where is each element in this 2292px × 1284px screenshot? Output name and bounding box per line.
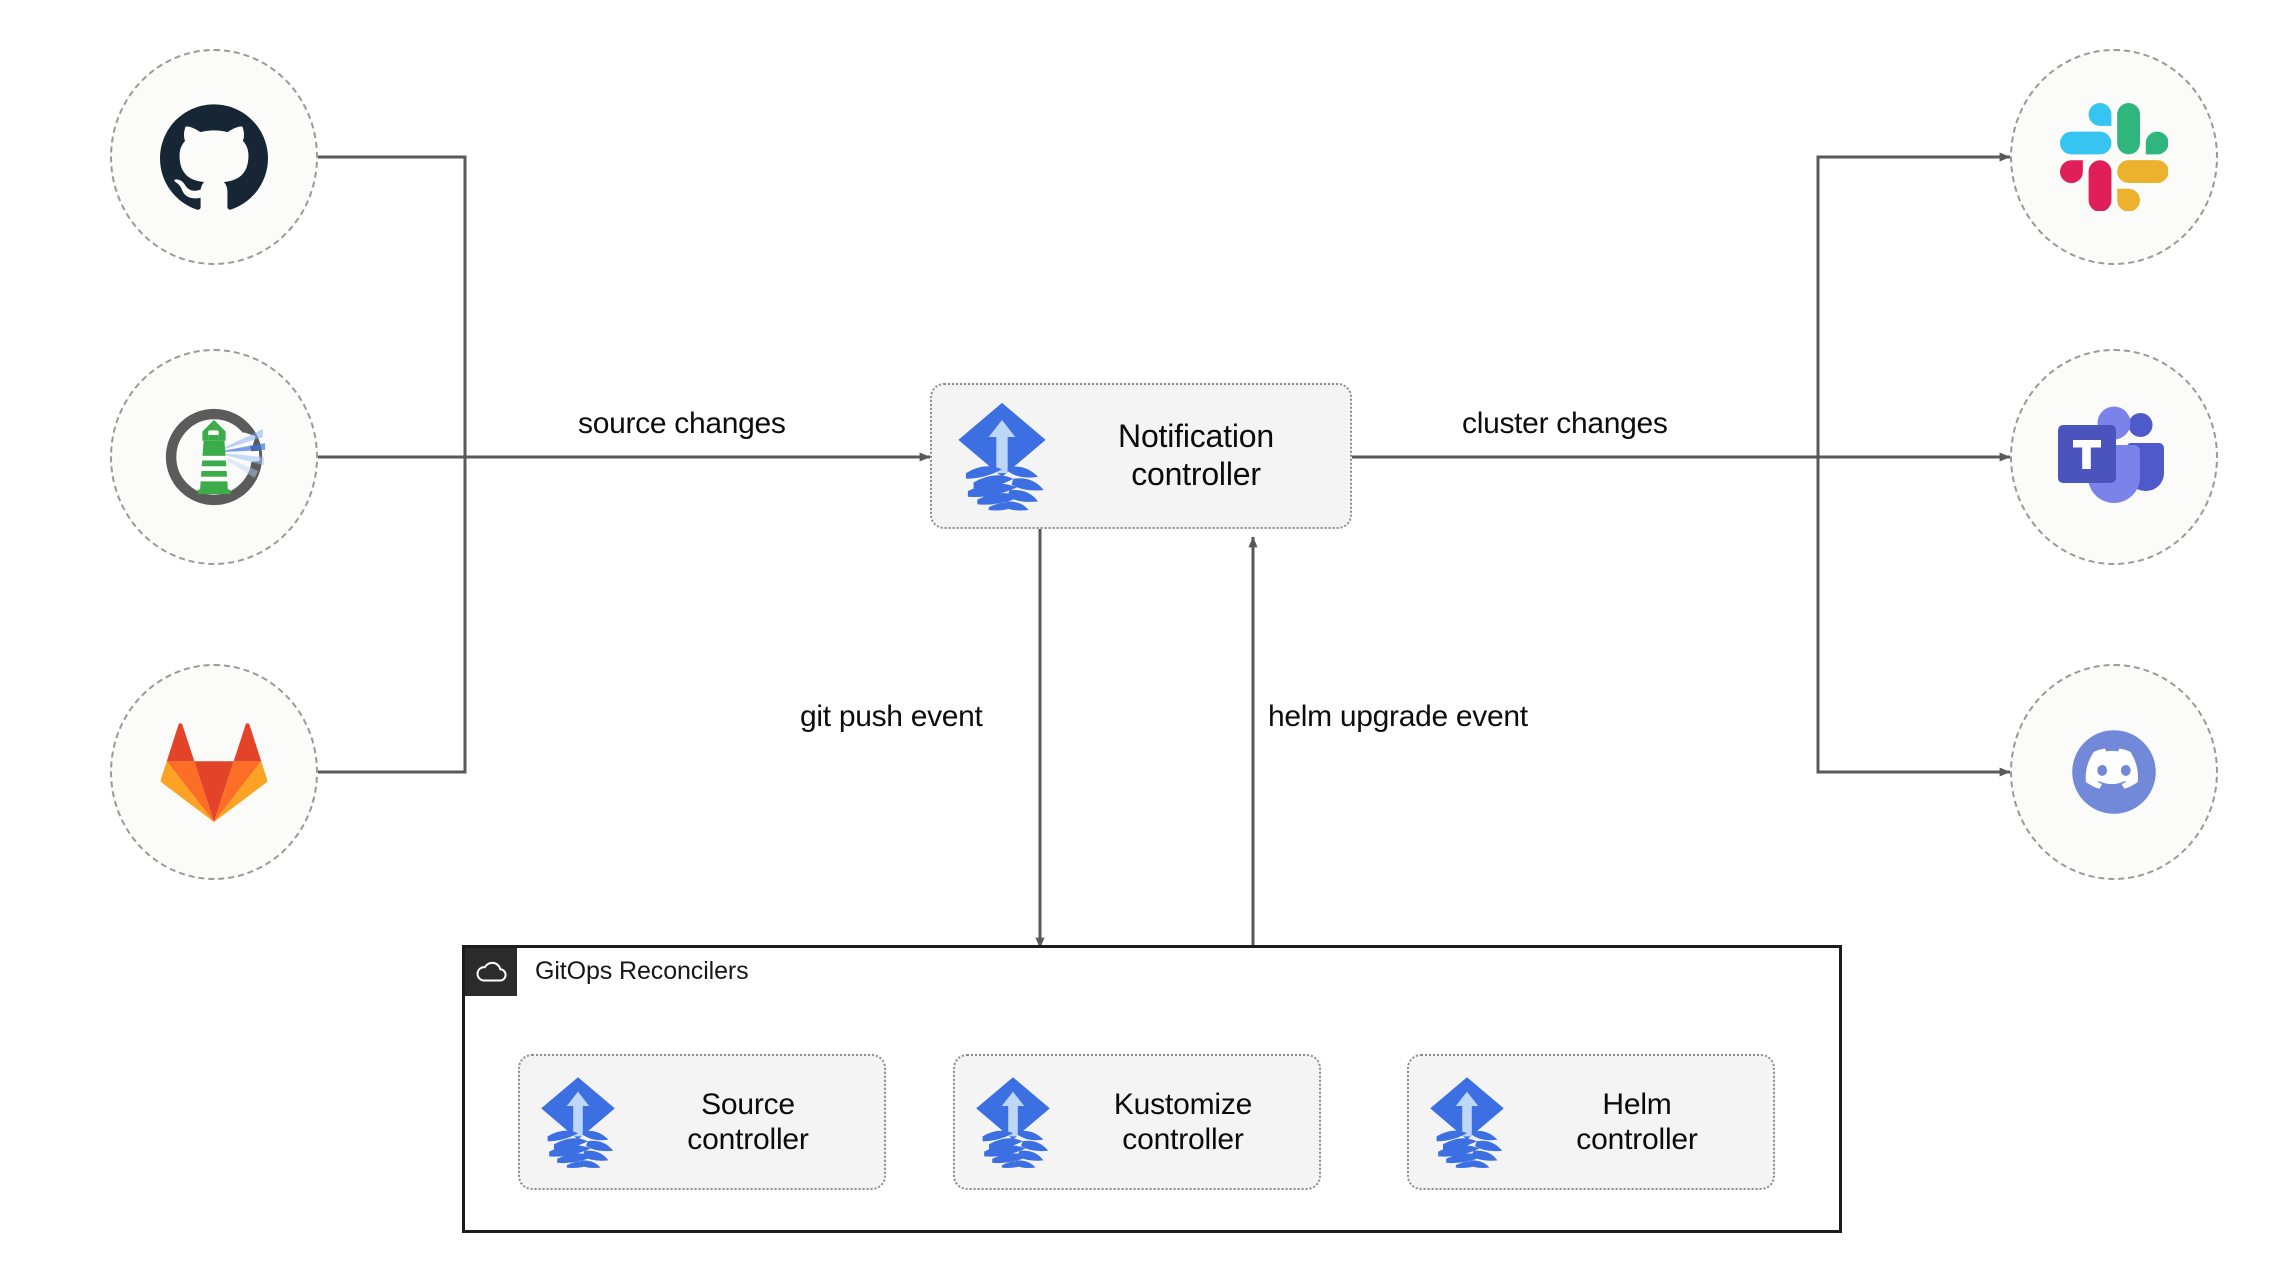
destination-node-discord[interactable] (2010, 664, 2218, 880)
harbor-icon (156, 399, 272, 515)
flux-icon (1427, 1075, 1507, 1169)
source-controller-label: Source controller (687, 1087, 809, 1156)
wire-github-to-trunk (318, 155, 467, 457)
gitops-panel-title: GitOps Reconcilers (535, 957, 749, 985)
helm-controller-box[interactable]: Helm controller (1407, 1054, 1775, 1190)
helm-controller-label: Helm controller (1576, 1087, 1698, 1156)
edge-label-helm-upgrade-event: helm upgrade event (1268, 700, 1528, 733)
kustomize-controller-box[interactable]: Kustomize controller (953, 1054, 1321, 1190)
flux-icon (954, 401, 1050, 511)
discord-icon (2056, 714, 2172, 830)
wire-trunk-to-slack (1816, 152, 2011, 457)
source-node-harbor[interactable] (110, 349, 318, 565)
source-node-gitlab[interactable] (110, 664, 318, 880)
gitops-panel-badge (465, 948, 517, 996)
source-node-github[interactable] (110, 49, 318, 265)
source-controller-box[interactable]: Source controller (518, 1054, 886, 1190)
destination-node-slack[interactable] (2010, 49, 2218, 265)
cloud-icon (475, 960, 507, 984)
edge-label-cluster-changes: cluster changes (1462, 407, 1668, 440)
github-icon (160, 103, 268, 211)
wire-gitlab-to-trunk (318, 457, 467, 774)
flux-icon (538, 1075, 618, 1169)
gitops-reconcilers-panel: GitOps Reconcilers (462, 945, 1842, 1233)
flux-icon (973, 1075, 1053, 1169)
wire-trunk-to-discord (1816, 457, 2011, 777)
notification-controller-label: Notification controller (1118, 418, 1274, 492)
notification-controller-box[interactable]: Notification controller (930, 383, 1352, 529)
gitlab-icon (160, 722, 268, 822)
edge-label-source-changes: source changes (578, 407, 786, 440)
edge-label-git-push-event: git push event (800, 700, 983, 733)
microsoft-teams-icon (2056, 403, 2172, 511)
destination-node-msteams[interactable] (2010, 349, 2218, 565)
kustomize-controller-label: Kustomize controller (1113, 1087, 1253, 1156)
slack-icon (2060, 103, 2169, 212)
